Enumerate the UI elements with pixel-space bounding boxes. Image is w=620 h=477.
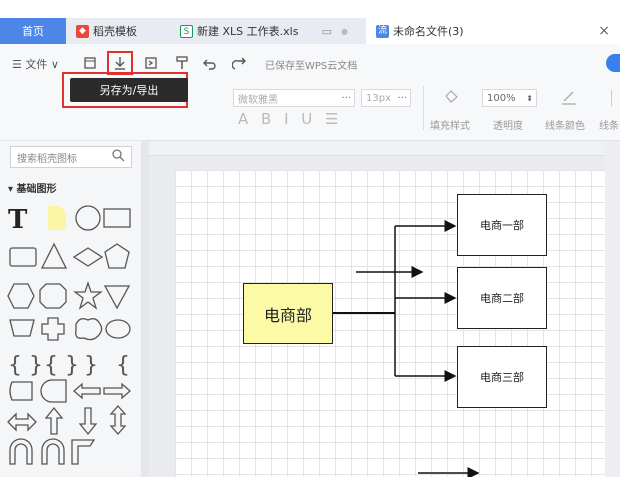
node-main-label: 电商部: [263, 305, 312, 325]
shape-search-input[interactable]: 搜索稻壳图标: [10, 146, 132, 168]
right-brace-icon[interactable]: }: [84, 353, 98, 378]
user-avatar[interactable]: [606, 54, 620, 72]
line-style-label: 线条: [599, 121, 619, 132]
copy-icon[interactable]: [81, 54, 99, 72]
node-dept2[interactable]: 电商二部: [457, 267, 547, 329]
basic-shapes-category[interactable]: ▾ 基础图形: [8, 184, 57, 195]
right-arrow-shape-icon[interactable]: [103, 382, 131, 400]
format-painter-icon[interactable]: [173, 54, 191, 72]
node-dept2-label: 电商二部: [480, 292, 524, 305]
font-size-select[interactable]: 13px ···: [361, 89, 411, 107]
shape-palette[interactable]: T { } { } } {: [4, 200, 138, 470]
opacity-input[interactable]: 100% ⬍: [482, 89, 537, 107]
search-placeholder: 搜索稻壳图标: [17, 153, 77, 165]
monitor-icon[interactable]: ▭: [321, 24, 332, 38]
d-shape-icon[interactable]: [40, 379, 67, 403]
cross-shape-icon[interactable]: [41, 317, 65, 341]
spreadsheet-icon: S: [180, 24, 193, 38]
opacity-value: 100%: [487, 92, 516, 104]
fill-style-icon[interactable]: [442, 88, 460, 109]
bracket-pair-icon[interactable]: { }: [44, 353, 79, 378]
left-brace-icon[interactable]: {: [116, 353, 130, 378]
font-size-more-icon: ···: [397, 92, 407, 104]
font-family-value: 微软雅黑: [238, 94, 278, 106]
canvas-scrollbar[interactable]: [605, 141, 620, 477]
left-arrow-shape-icon[interactable]: [73, 382, 101, 400]
close-icon[interactable]: ×: [598, 23, 610, 39]
rounded-rect-shape-icon[interactable]: [9, 247, 37, 267]
dot-icon: ●: [341, 26, 348, 36]
tab-xls-file[interactable]: S 新建 XLS 工作表.xls ▭ ●: [170, 18, 366, 44]
line-color-icon[interactable]: [560, 88, 578, 109]
flowchart-file-icon: 流: [376, 24, 389, 38]
opacity-label: 透明度: [493, 121, 523, 132]
tab-xls-label: 新建 XLS 工作表.xls: [197, 25, 299, 38]
diamond-shape-icon[interactable]: [72, 247, 104, 267]
star-shape-icon[interactable]: [73, 280, 103, 310]
undo-icon[interactable]: [201, 54, 219, 72]
font-family-select[interactable]: 微软雅黑 ···: [233, 89, 355, 107]
node-dept1[interactable]: 电商一部: [457, 194, 547, 256]
text-shape-icon[interactable]: T: [8, 205, 28, 235]
up-down-arrow-shape-icon[interactable]: [109, 405, 127, 435]
horizontal-ruler: [149, 141, 620, 156]
tab-active-label: 未命名文件(3): [393, 25, 464, 38]
circle-shape-icon[interactable]: [75, 205, 101, 231]
node-dept3-label: 电商三部: [480, 371, 524, 384]
tab-bar: 首页 ◆ 稻壳模板 S 新建 XLS 工作表.xls ▭ ● 流 未命名文件(3…: [0, 0, 620, 44]
node-dept1-label: 电商一部: [480, 219, 524, 232]
stepper-icon[interactable]: ⬍: [526, 93, 533, 103]
hexagon-shape-icon[interactable]: [7, 283, 35, 309]
arch-shape-icon[interactable]: [41, 438, 65, 465]
pentagon-shape-icon[interactable]: [104, 243, 130, 269]
text-format-buttons[interactable]: A B I U ☰: [238, 110, 343, 128]
u-turn-shape-icon[interactable]: [9, 438, 33, 465]
redo-icon[interactable]: [230, 54, 248, 72]
sidebar-scrollbar[interactable]: [141, 141, 149, 477]
font-more-icon: ···: [341, 92, 351, 104]
saved-status: 已保存至WPS云文档: [265, 61, 358, 72]
save-as-highlight: [107, 51, 133, 75]
toolbar-divider: [423, 86, 424, 130]
search-icon[interactable]: [112, 149, 125, 165]
line-style-icon[interactable]: [611, 90, 612, 106]
trapezoid-shape-icon[interactable]: [9, 319, 35, 337]
tab-active-file[interactable]: 流 未命名文件(3) ×: [366, 18, 620, 44]
double-arrow-shape-icon[interactable]: [7, 412, 37, 432]
save-as-export-icon[interactable]: [111, 54, 129, 72]
corner-shape-icon[interactable]: [71, 439, 96, 465]
file-menu[interactable]: ☰ 文件 ∨: [12, 58, 59, 71]
tab-home[interactable]: 首页: [0, 18, 66, 44]
tab-home-label: 首页: [22, 25, 44, 38]
font-size-value: 13px: [366, 92, 391, 104]
tooltip-label: 另存为/导出: [99, 84, 159, 97]
inverted-triangle-shape-icon[interactable]: [103, 285, 131, 310]
import-icon[interactable]: [142, 54, 160, 72]
brace-pair-icon[interactable]: { }: [8, 353, 43, 378]
save-as-tooltip: 另存为/导出: [70, 78, 188, 102]
line-color-label: 线条颜色: [545, 121, 585, 132]
tab-templates[interactable]: ◆ 稻壳模板: [66, 18, 170, 44]
triangle-shape-icon[interactable]: [40, 242, 68, 269]
octagon-shape-icon[interactable]: [39, 283, 67, 309]
down-arrow-shape-icon[interactable]: [78, 407, 98, 436]
shape-library-sidebar: [0, 141, 142, 477]
up-arrow-shape-icon[interactable]: [44, 406, 64, 435]
docer-icon: ◆: [76, 24, 89, 38]
note-shape-icon[interactable]: [48, 206, 66, 230]
tab-templates-label: 稻壳模板: [93, 25, 137, 38]
ellipse-shape-icon[interactable]: [105, 319, 131, 339]
half-round-shape-icon[interactable]: [9, 381, 33, 401]
cloud-shape-icon[interactable]: [75, 318, 103, 341]
fill-style-label: 填充样式: [430, 121, 470, 132]
node-ecommerce-dept[interactable]: 电商部: [243, 283, 333, 344]
rectangle-shape-icon[interactable]: [103, 208, 131, 228]
node-dept3[interactable]: 电商三部: [457, 346, 547, 408]
